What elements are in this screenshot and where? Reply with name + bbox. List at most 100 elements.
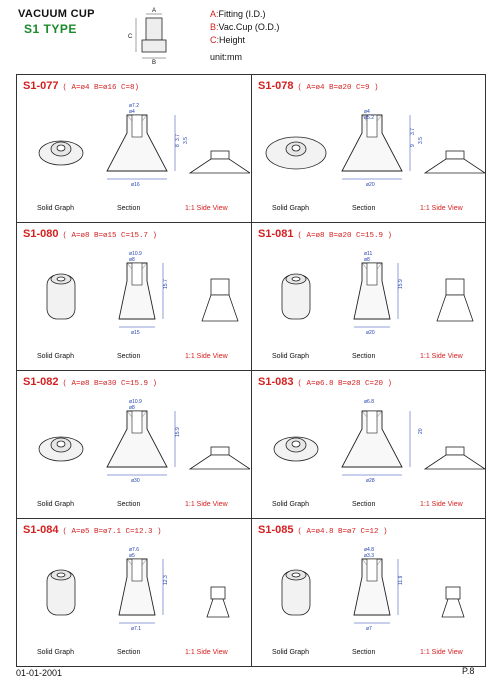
product-title: S1-083( A=ø6.8 B=ø28 C=20 )	[258, 376, 392, 388]
diagram-label-b: B	[152, 60, 156, 64]
dimension-label: 15.9	[175, 427, 181, 437]
column-label-side: 1:1 Side View	[420, 205, 463, 212]
dimension-label: ø7	[366, 626, 372, 632]
dimension-label: ø20	[366, 182, 375, 188]
column-label-section: Section	[352, 353, 376, 360]
dimension-label: ø28	[366, 478, 375, 484]
product-title: S1-084( A=ø5 B=ø7.1 C=12.3 )	[23, 524, 162, 536]
product-drawing: ø4.8ø3.311.9ø7	[281, 547, 465, 632]
column-label-side: 1:1 Side View	[420, 353, 463, 360]
product-dimensions: ( A=ø5 B=ø7.1 C=12.3 )	[62, 528, 162, 536]
dimension-label: ø4	[129, 109, 135, 115]
column-label-solid: Solid Graph	[272, 205, 309, 212]
column-label-section: Section	[117, 649, 141, 656]
dimension-legend: A:Fitting (I.D.) B:Vac.Cup (O.D.) C:Heig…	[210, 8, 279, 64]
solid-graph-icon	[38, 436, 84, 462]
dimension-label: ø20	[366, 330, 375, 336]
column-label-section: Section	[117, 501, 141, 508]
header-type: S1 TYPE	[24, 22, 77, 36]
dimension-label: ø10.9	[129, 251, 142, 257]
column-label-solid: Solid Graph	[272, 501, 309, 508]
diagram-label-a: A	[152, 8, 156, 14]
dimension-label: ø4	[364, 109, 370, 115]
product-code: S1-081	[258, 228, 294, 240]
dimension-label: ø7.1	[131, 626, 141, 632]
product-dimensions: ( A=ø6.8 B=ø28 C=20 )	[297, 380, 392, 388]
dimension-label: ø8	[364, 257, 370, 263]
side-view-icon	[423, 150, 485, 174]
column-label-section: Section	[117, 353, 141, 360]
product-dimensions: ( A=ø4.8 B=ø7 C=12 )	[297, 528, 388, 536]
dimension-label: 11.9	[398, 575, 404, 585]
dimension-label: ø4.8	[364, 547, 374, 553]
column-label-solid: Solid Graph	[37, 353, 74, 360]
product-title: S1-085( A=ø4.8 B=ø7 C=12 )	[258, 524, 388, 536]
product-code: S1-084	[23, 524, 59, 536]
product-code: S1-082	[23, 376, 59, 388]
dimension-label: 12.3	[163, 575, 169, 585]
side-view-icon	[188, 150, 250, 174]
solid-graph-icon	[281, 273, 311, 320]
dimension-label: 15.7	[163, 279, 169, 289]
product-dimensions: ( A=ø4 B=ø20 C=9 )	[297, 84, 379, 92]
side-view-icon	[441, 586, 465, 618]
solid-graph-icon	[38, 140, 84, 166]
dimension-label: ø5.2	[364, 115, 374, 121]
column-label-side: 1:1 Side View	[420, 501, 463, 508]
dimension-label: ø5	[129, 553, 135, 559]
section-drawing: ø4.8ø3.311.9ø7	[353, 547, 404, 632]
footer-date: 01-01-2001	[16, 668, 63, 678]
column-label-side: 1:1 Side View	[185, 353, 228, 360]
page-number: P.8	[462, 666, 475, 676]
dimension-label: ø7.2	[129, 103, 139, 109]
legend-item: C:Height	[210, 35, 246, 45]
dimension-label: ø16	[131, 182, 140, 188]
dimension-label: ø11	[364, 251, 372, 257]
dimension-label: 8	[175, 144, 181, 147]
product-dimensions: ( A=ø8 B=ø20 C=15.9 )	[297, 232, 392, 240]
side-view-icon	[188, 446, 250, 470]
diagram-label-c: C	[128, 34, 133, 40]
column-label-solid: Solid Graph	[272, 649, 309, 656]
product-dimensions: ( A=ø8 B=ø15 C=15.7 )	[62, 232, 157, 240]
solid-graph-icon	[46, 569, 76, 616]
dimension-label: ø8	[129, 257, 135, 263]
dimension-label: 3.7	[410, 128, 416, 135]
dimension-label: ø8	[129, 405, 135, 411]
product-code: S1-077	[23, 80, 59, 92]
column-label-side: 1:1 Side View	[185, 205, 228, 212]
product-title: S1-077( A=ø4 B=ø16 C=8)	[23, 80, 139, 92]
product-title: S1-080( A=ø8 B=ø15 C=15.7 )	[23, 228, 157, 240]
column-label-section: Section	[352, 649, 376, 656]
product-dimensions: ( A=ø4 B=ø16 C=8)	[62, 84, 139, 92]
column-label-side: 1:1 Side View	[185, 649, 228, 656]
column-label-solid: Solid Graph	[37, 205, 74, 212]
solid-graph-icon	[46, 273, 76, 320]
solid-graph-icon	[273, 436, 319, 462]
product-code: S1-085	[258, 524, 294, 536]
dimension-key-diagram: A B C	[128, 8, 167, 64]
column-label-solid: Solid Graph	[37, 501, 74, 508]
dimension-label: 3.5	[183, 137, 189, 144]
product-code: S1-080	[23, 228, 59, 240]
product-title: S1-078( A=ø4 B=ø20 C=9 )	[258, 80, 379, 92]
column-label-section: Section	[352, 205, 376, 212]
